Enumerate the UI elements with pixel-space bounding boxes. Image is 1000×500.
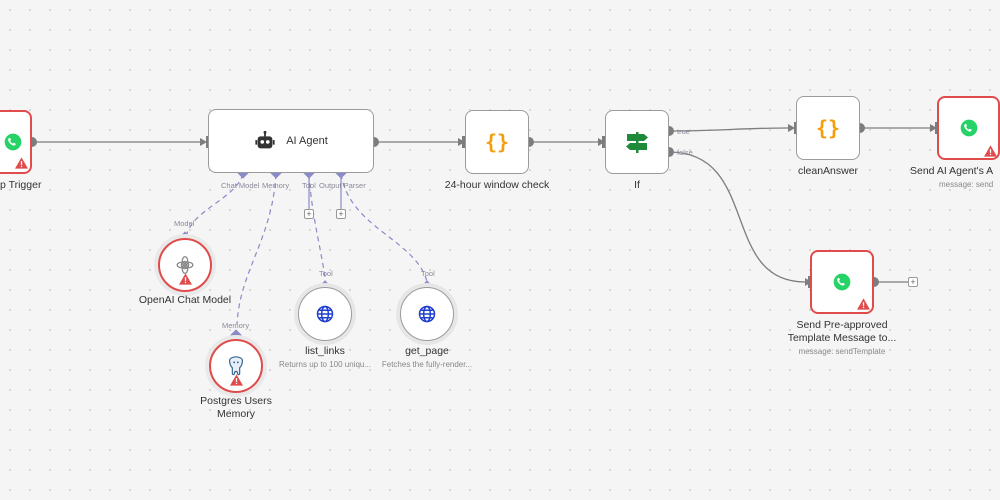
node-list-links[interactable] xyxy=(298,287,352,341)
if-false-label: false xyxy=(677,148,693,157)
node-if[interactable] xyxy=(605,110,669,174)
signpost-icon xyxy=(626,132,648,153)
port-chat-model: Chat Model xyxy=(221,181,260,190)
node-label: OpenAI Chat Model xyxy=(138,294,232,306)
node-get-page[interactable] xyxy=(400,287,454,341)
port-label-memory: Memory xyxy=(222,321,250,330)
node-label-line1: Postgres Users xyxy=(200,395,272,407)
whatsapp-icon xyxy=(4,133,22,151)
port-label-tool: Tool xyxy=(421,269,435,278)
node-ai-agent[interactable]: AI Agent xyxy=(208,109,374,173)
node-label: get_page xyxy=(405,345,449,357)
node-subtitle: message: send xyxy=(939,180,994,189)
node-subtitle: message: sendTemplate xyxy=(798,347,886,356)
port-label-tool: Tool xyxy=(319,269,333,278)
whatsapp-icon xyxy=(960,119,977,137)
whatsapp-icon xyxy=(833,273,851,291)
node-label-line2: Template Message to... xyxy=(787,332,897,344)
node-24-hour-window-check[interactable]: {} xyxy=(465,110,529,174)
warning-icon xyxy=(15,157,28,169)
node-label: p Trigger xyxy=(0,179,42,191)
node-label: cleanAnswer xyxy=(797,165,859,177)
globe-icon xyxy=(316,305,334,323)
port-label-model: Model xyxy=(174,219,195,228)
node-whatsapp-trigger[interactable] xyxy=(0,110,32,174)
port-output-parser: Output Parser xyxy=(319,181,366,190)
node-label: If xyxy=(634,179,640,191)
warning-icon xyxy=(857,298,870,310)
if-true-label: true xyxy=(677,127,690,136)
add-tool-button[interactable]: + xyxy=(304,209,314,219)
openai-icon xyxy=(176,256,194,274)
add-output-parser-button[interactable]: + xyxy=(336,209,346,219)
warning-icon xyxy=(984,145,997,157)
globe-icon xyxy=(418,305,436,323)
node-label: Send AI Agent's A xyxy=(910,165,994,177)
node-label-line1: Send Pre-approved xyxy=(796,319,888,331)
port-tool: Tool xyxy=(302,181,316,190)
node-clean-answer[interactable]: {} xyxy=(796,96,860,160)
node-label: list_links xyxy=(305,345,345,357)
braces-icon: {} xyxy=(815,116,841,140)
node-subtitle: Returns up to 100 uniqu... xyxy=(278,360,372,369)
node-label-line2: Memory xyxy=(217,408,255,420)
robot-icon xyxy=(255,130,275,149)
warning-icon xyxy=(179,273,192,285)
node-label: AI Agent xyxy=(286,135,328,147)
node-label: 24-hour window check xyxy=(444,179,550,191)
port-memory: Memory xyxy=(262,181,290,190)
braces-icon: {} xyxy=(484,130,510,154)
node-subtitle: Fetches the fully-render... xyxy=(381,360,473,369)
warning-icon xyxy=(230,374,243,386)
postgres-icon xyxy=(228,356,244,376)
add-node-button[interactable]: + xyxy=(908,277,918,287)
